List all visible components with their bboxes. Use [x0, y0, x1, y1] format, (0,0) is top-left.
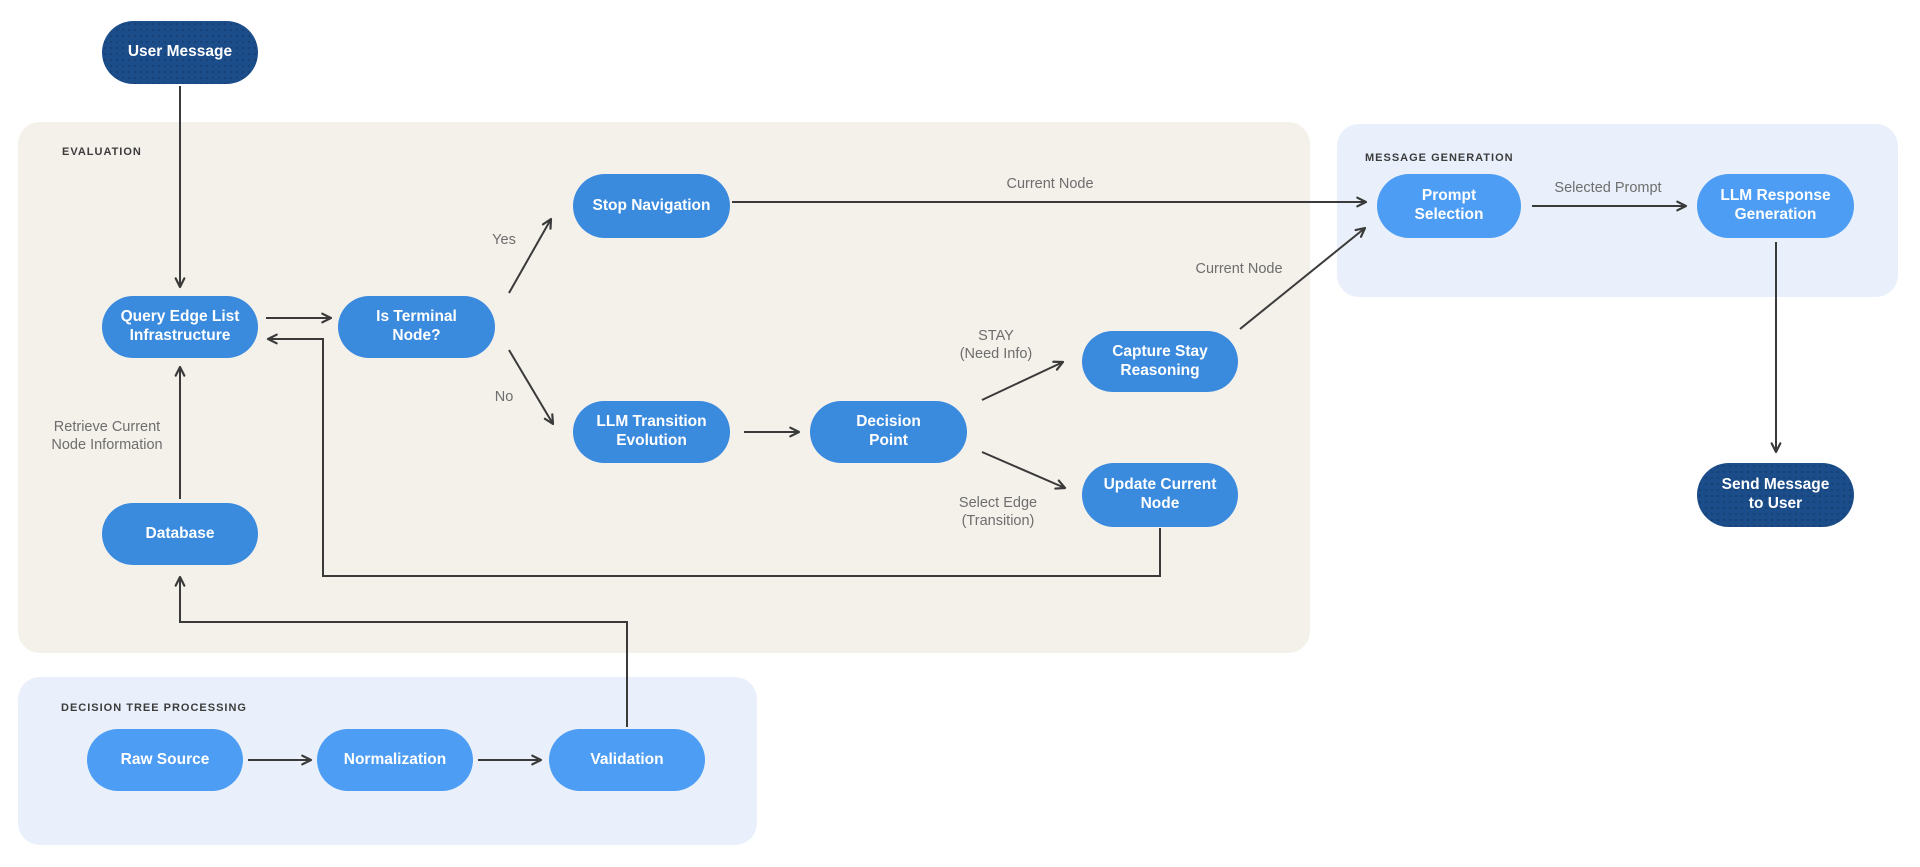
edge-is-terminal-to-stop-navigation-yes — [508, 217, 553, 294]
edge-label-yes: Yes — [492, 231, 516, 248]
panel-message-generation-label: MESSAGE GENERATION — [1365, 152, 1514, 164]
node-query-edge-list-infrastructure[interactable]: Query Edge List Infrastructure — [102, 296, 258, 358]
node-llm-response-generation[interactable]: LLM Response Generation — [1697, 174, 1854, 238]
edge-decision-point-to-capture-stay — [981, 360, 1065, 401]
edge-label-select-edge-transition: Select Edge (Transition) — [958, 494, 1038, 529]
node-decision-point[interactable]: Decision Point — [810, 401, 967, 463]
node-capture-stay-reasoning[interactable]: Capture Stay Reasoning — [1082, 331, 1238, 392]
panel-decision-tree-processing-label: DECISION TREE PROCESSING — [61, 702, 247, 714]
node-stop-navigation[interactable]: Stop Navigation — [573, 174, 730, 238]
edge-label-stay-need-info: STAY (Need Info) — [959, 327, 1033, 362]
edge-label-no: No — [494, 388, 514, 405]
node-send-message-to-user[interactable]: Send Message to User — [1697, 463, 1854, 527]
node-llm-transition-evolution[interactable]: LLM Transition Evolution — [573, 401, 730, 463]
node-update-current-node[interactable]: Update Current Node — [1082, 463, 1238, 527]
edge-is-terminal-to-llm-transition-no — [508, 349, 555, 426]
panel-evaluation-label: EVALUATION — [62, 146, 142, 158]
edge-label-selected-prompt: Selected Prompt — [1554, 179, 1662, 196]
node-database[interactable]: Database — [102, 503, 258, 565]
edge-capture-stay-to-prompt-selection — [1239, 226, 1367, 330]
edge-label-current-node-top: Current Node — [1006, 175, 1094, 192]
node-user-message[interactable]: User Message — [102, 21, 258, 84]
edge-label-current-node-diagonal: Current Node — [1195, 260, 1283, 277]
node-raw-source[interactable]: Raw Source — [87, 729, 243, 791]
node-normalization[interactable]: Normalization — [317, 729, 473, 791]
edge-validation-to-database — [174, 575, 628, 727]
edge-label-retrieve-current-node: Retrieve Current Node Information — [51, 418, 163, 453]
edge-decision-point-to-update-current — [981, 451, 1067, 490]
edge-update-current-to-query-edge-list — [266, 333, 1161, 577]
node-prompt-selection[interactable]: Prompt Selection — [1377, 174, 1521, 238]
node-validation[interactable]: Validation — [549, 729, 705, 791]
node-is-terminal-node[interactable]: Is Terminal Node? — [338, 296, 495, 358]
